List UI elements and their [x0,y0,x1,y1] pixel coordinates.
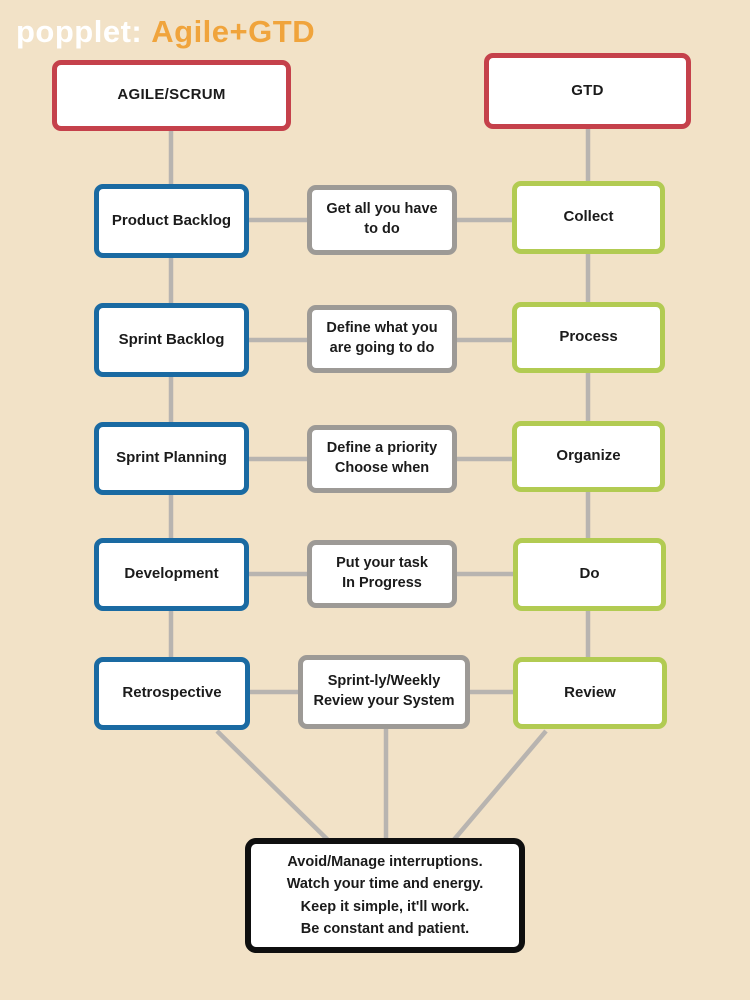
node-label: Review [564,683,616,701]
board-title: Agile+GTD [151,14,316,49]
node-get-all-you-have-to-do[interactable]: Get all you have to do [307,185,457,255]
node-development[interactable]: Development [94,538,249,611]
node-sprint-backlog[interactable]: Sprint Backlog [94,303,249,377]
node-label: Get all you have to do [326,201,438,237]
node-agile-scrum[interactable]: AGILE/SCRUM [52,60,291,131]
node-label: Sprint Backlog [118,330,225,348]
app-header: popplet:Agile+GTD [16,14,315,50]
node-put-your-task-in-progress[interactable]: Put your task In Progress [307,540,457,608]
node-label: Process [559,328,618,346]
connector-line [215,729,332,844]
node-product-backlog[interactable]: Product Backlog [94,184,249,258]
node-retrospective[interactable]: Retrospective [94,657,250,730]
node-sprint-planning[interactable]: Sprint Planning [94,422,249,495]
node-label: Collect [563,208,614,226]
node-label: Development [124,565,219,583]
node-label: Define what you are going to do [326,320,438,356]
node-define-a-priority-choose-when[interactable]: Define a priority Choose when [307,425,457,493]
node-organize[interactable]: Organize [512,421,665,492]
node-label: Retrospective [122,684,222,702]
node-gtd[interactable]: GTD [484,53,691,129]
node-do[interactable]: Do [513,538,666,611]
node-label: Organize [556,447,621,465]
node-label: Sprint Planning [116,449,227,467]
node-label: Avoid/Manage interruptions. Watch your t… [286,853,484,937]
node-sprintly-weekly-review-your-system[interactable]: Sprint-ly/Weekly Review your System [298,655,470,729]
node-label: AGILE/SCRUM [117,86,226,104]
node-label: Define a priority Choose when [326,440,438,476]
node-label: GTD [571,81,604,99]
connector-line [450,729,548,844]
popplet-logo: popplet: [16,14,143,49]
node-review[interactable]: Review [513,657,667,729]
node-label: Put your task In Progress [336,555,428,591]
node-collect[interactable]: Collect [512,181,665,254]
node-define-what-you-are-going-to-do[interactable]: Define what you are going to do [307,305,457,373]
node-label: Do [579,565,600,583]
node-label: Product Backlog [111,211,232,229]
node-label: Sprint-ly/Weekly Review your System [313,673,455,709]
node-summary[interactable]: Avoid/Manage interruptions. Watch your t… [245,838,525,953]
node-process[interactable]: Process [512,302,665,373]
